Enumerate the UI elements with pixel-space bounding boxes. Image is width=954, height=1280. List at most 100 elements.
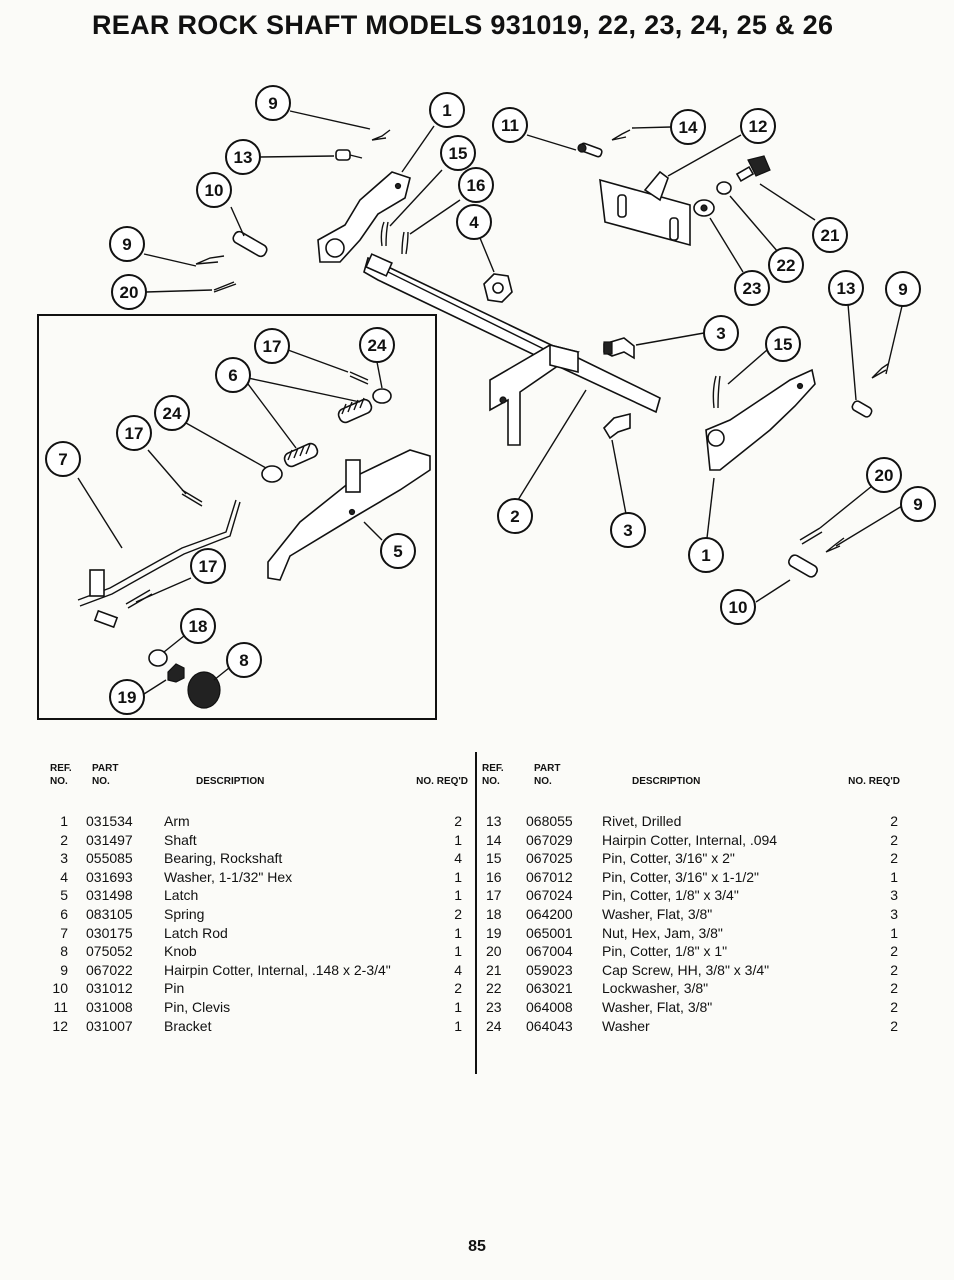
quantity-cell: 1 bbox=[890, 868, 898, 885]
callout-17-inset-mid: 17 bbox=[116, 415, 152, 451]
callout-9-left: 9 bbox=[109, 226, 145, 262]
part-number-cell: 064043 bbox=[526, 1017, 573, 1034]
ref-cell: 10 bbox=[52, 980, 68, 997]
callout-label: 9 bbox=[913, 495, 922, 514]
callout-8: 8 bbox=[226, 642, 262, 678]
ref-cell: 24 bbox=[486, 1017, 502, 1034]
header-ref-line1: REF. bbox=[50, 763, 72, 774]
latch-part bbox=[267, 449, 431, 581]
callout-label: 12 bbox=[749, 117, 768, 136]
callout-label: 13 bbox=[234, 148, 253, 167]
knob-part bbox=[187, 671, 221, 709]
quantity-cell: 4 bbox=[454, 850, 462, 867]
page-title: REAR ROCK SHAFT MODELS 931019, 22, 23, 2… bbox=[92, 10, 834, 40]
cotter-pin-15b bbox=[712, 375, 721, 409]
callout-7: 7 bbox=[45, 441, 81, 477]
callout-14: 14 bbox=[670, 109, 706, 145]
header-ref-line2: NO. bbox=[50, 776, 68, 787]
description-cell: Pin, Cotter, 3/16" x 1-1/2" bbox=[602, 868, 760, 885]
callout-label: 7 bbox=[58, 450, 67, 469]
callout-19: 19 bbox=[109, 679, 145, 715]
ref-cell: 15 bbox=[486, 850, 502, 867]
callout-5: 5 bbox=[380, 533, 416, 569]
callout-label: 16 bbox=[467, 176, 486, 195]
callout-1-top: 1 bbox=[429, 92, 465, 128]
hairpin-cotter-right bbox=[871, 363, 889, 379]
rivet-lower-part bbox=[851, 400, 873, 418]
quantity-cell: 1 bbox=[454, 924, 462, 941]
callout-label: 24 bbox=[163, 404, 182, 423]
description-cell: Shaft bbox=[164, 831, 197, 848]
part-number-cell: 075052 bbox=[86, 943, 133, 960]
callout-17-inset-top: 17 bbox=[254, 328, 290, 364]
callout-label: 17 bbox=[199, 557, 218, 576]
part-number-cell: 067022 bbox=[86, 961, 133, 978]
part-number-cell: 068055 bbox=[526, 813, 573, 829]
callout-label: 10 bbox=[729, 598, 748, 617]
callout-label: 6 bbox=[228, 366, 237, 385]
callout-3-lower: 3 bbox=[610, 512, 646, 548]
ref-cell: 1 bbox=[60, 813, 68, 829]
ref-cell: 17 bbox=[486, 887, 502, 904]
callout-label: 1 bbox=[701, 546, 710, 565]
description-cell: Washer bbox=[602, 1017, 650, 1034]
washer-24-lower-part bbox=[261, 465, 283, 483]
callout-label: 5 bbox=[393, 542, 402, 561]
latch-assembly-inset bbox=[37, 314, 437, 720]
callout-15-top: 15 bbox=[440, 135, 476, 171]
callout-label: 15 bbox=[774, 335, 793, 354]
part-number-cell: 083105 bbox=[86, 905, 133, 922]
callout-17-inset-low: 17 bbox=[190, 548, 226, 584]
pin-lower-part bbox=[788, 554, 818, 578]
bearing-lower-part bbox=[602, 412, 631, 440]
pin-upper-part bbox=[232, 230, 268, 258]
part-number-cell: 031498 bbox=[86, 887, 133, 904]
ref-cell: 23 bbox=[486, 998, 502, 1015]
callout-18: 18 bbox=[180, 608, 216, 644]
callout-13-right: 13 bbox=[828, 270, 864, 306]
description-cell: Spring bbox=[164, 905, 205, 922]
quantity-cell: 3 bbox=[890, 887, 898, 904]
callout-label: 22 bbox=[777, 256, 796, 275]
arm-lower-part bbox=[705, 368, 816, 471]
description-cell: Pin, Cotter, 3/16" x 2" bbox=[602, 850, 735, 867]
callout-label: 23 bbox=[743, 279, 762, 298]
part-number-cell: 031012 bbox=[86, 980, 133, 997]
ref-cell: 11 bbox=[53, 998, 68, 1015]
callout-label: 15 bbox=[449, 144, 468, 163]
callout-label: 4 bbox=[469, 213, 479, 232]
callout-1-lower: 1 bbox=[688, 537, 724, 573]
spring-lower-part bbox=[283, 442, 319, 468]
callout-label: 14 bbox=[679, 118, 698, 137]
lockwasher-part bbox=[716, 181, 732, 195]
ref-cell: 21 bbox=[486, 961, 502, 978]
header-ref-line2: NO. bbox=[482, 776, 500, 787]
quantity-cell: 1 bbox=[890, 924, 898, 941]
callout-label: 24 bbox=[368, 336, 387, 355]
ref-cell: 5 bbox=[60, 887, 68, 904]
callout-6: 6 bbox=[215, 357, 251, 393]
callout-label: 19 bbox=[118, 688, 137, 707]
description-cell: Washer, Flat, 3/8" bbox=[602, 905, 713, 922]
callout-9-right-lower: 9 bbox=[900, 486, 936, 522]
quantity-cell: 3 bbox=[890, 905, 898, 922]
spring-upper-part bbox=[337, 397, 373, 424]
header-part-line2: NO. bbox=[534, 776, 552, 787]
washer-18-part bbox=[148, 649, 168, 667]
description-cell: Washer, Flat, 3/8" bbox=[602, 998, 713, 1015]
ref-cell: 14 bbox=[486, 831, 502, 848]
callout-10-top: 10 bbox=[196, 172, 232, 208]
